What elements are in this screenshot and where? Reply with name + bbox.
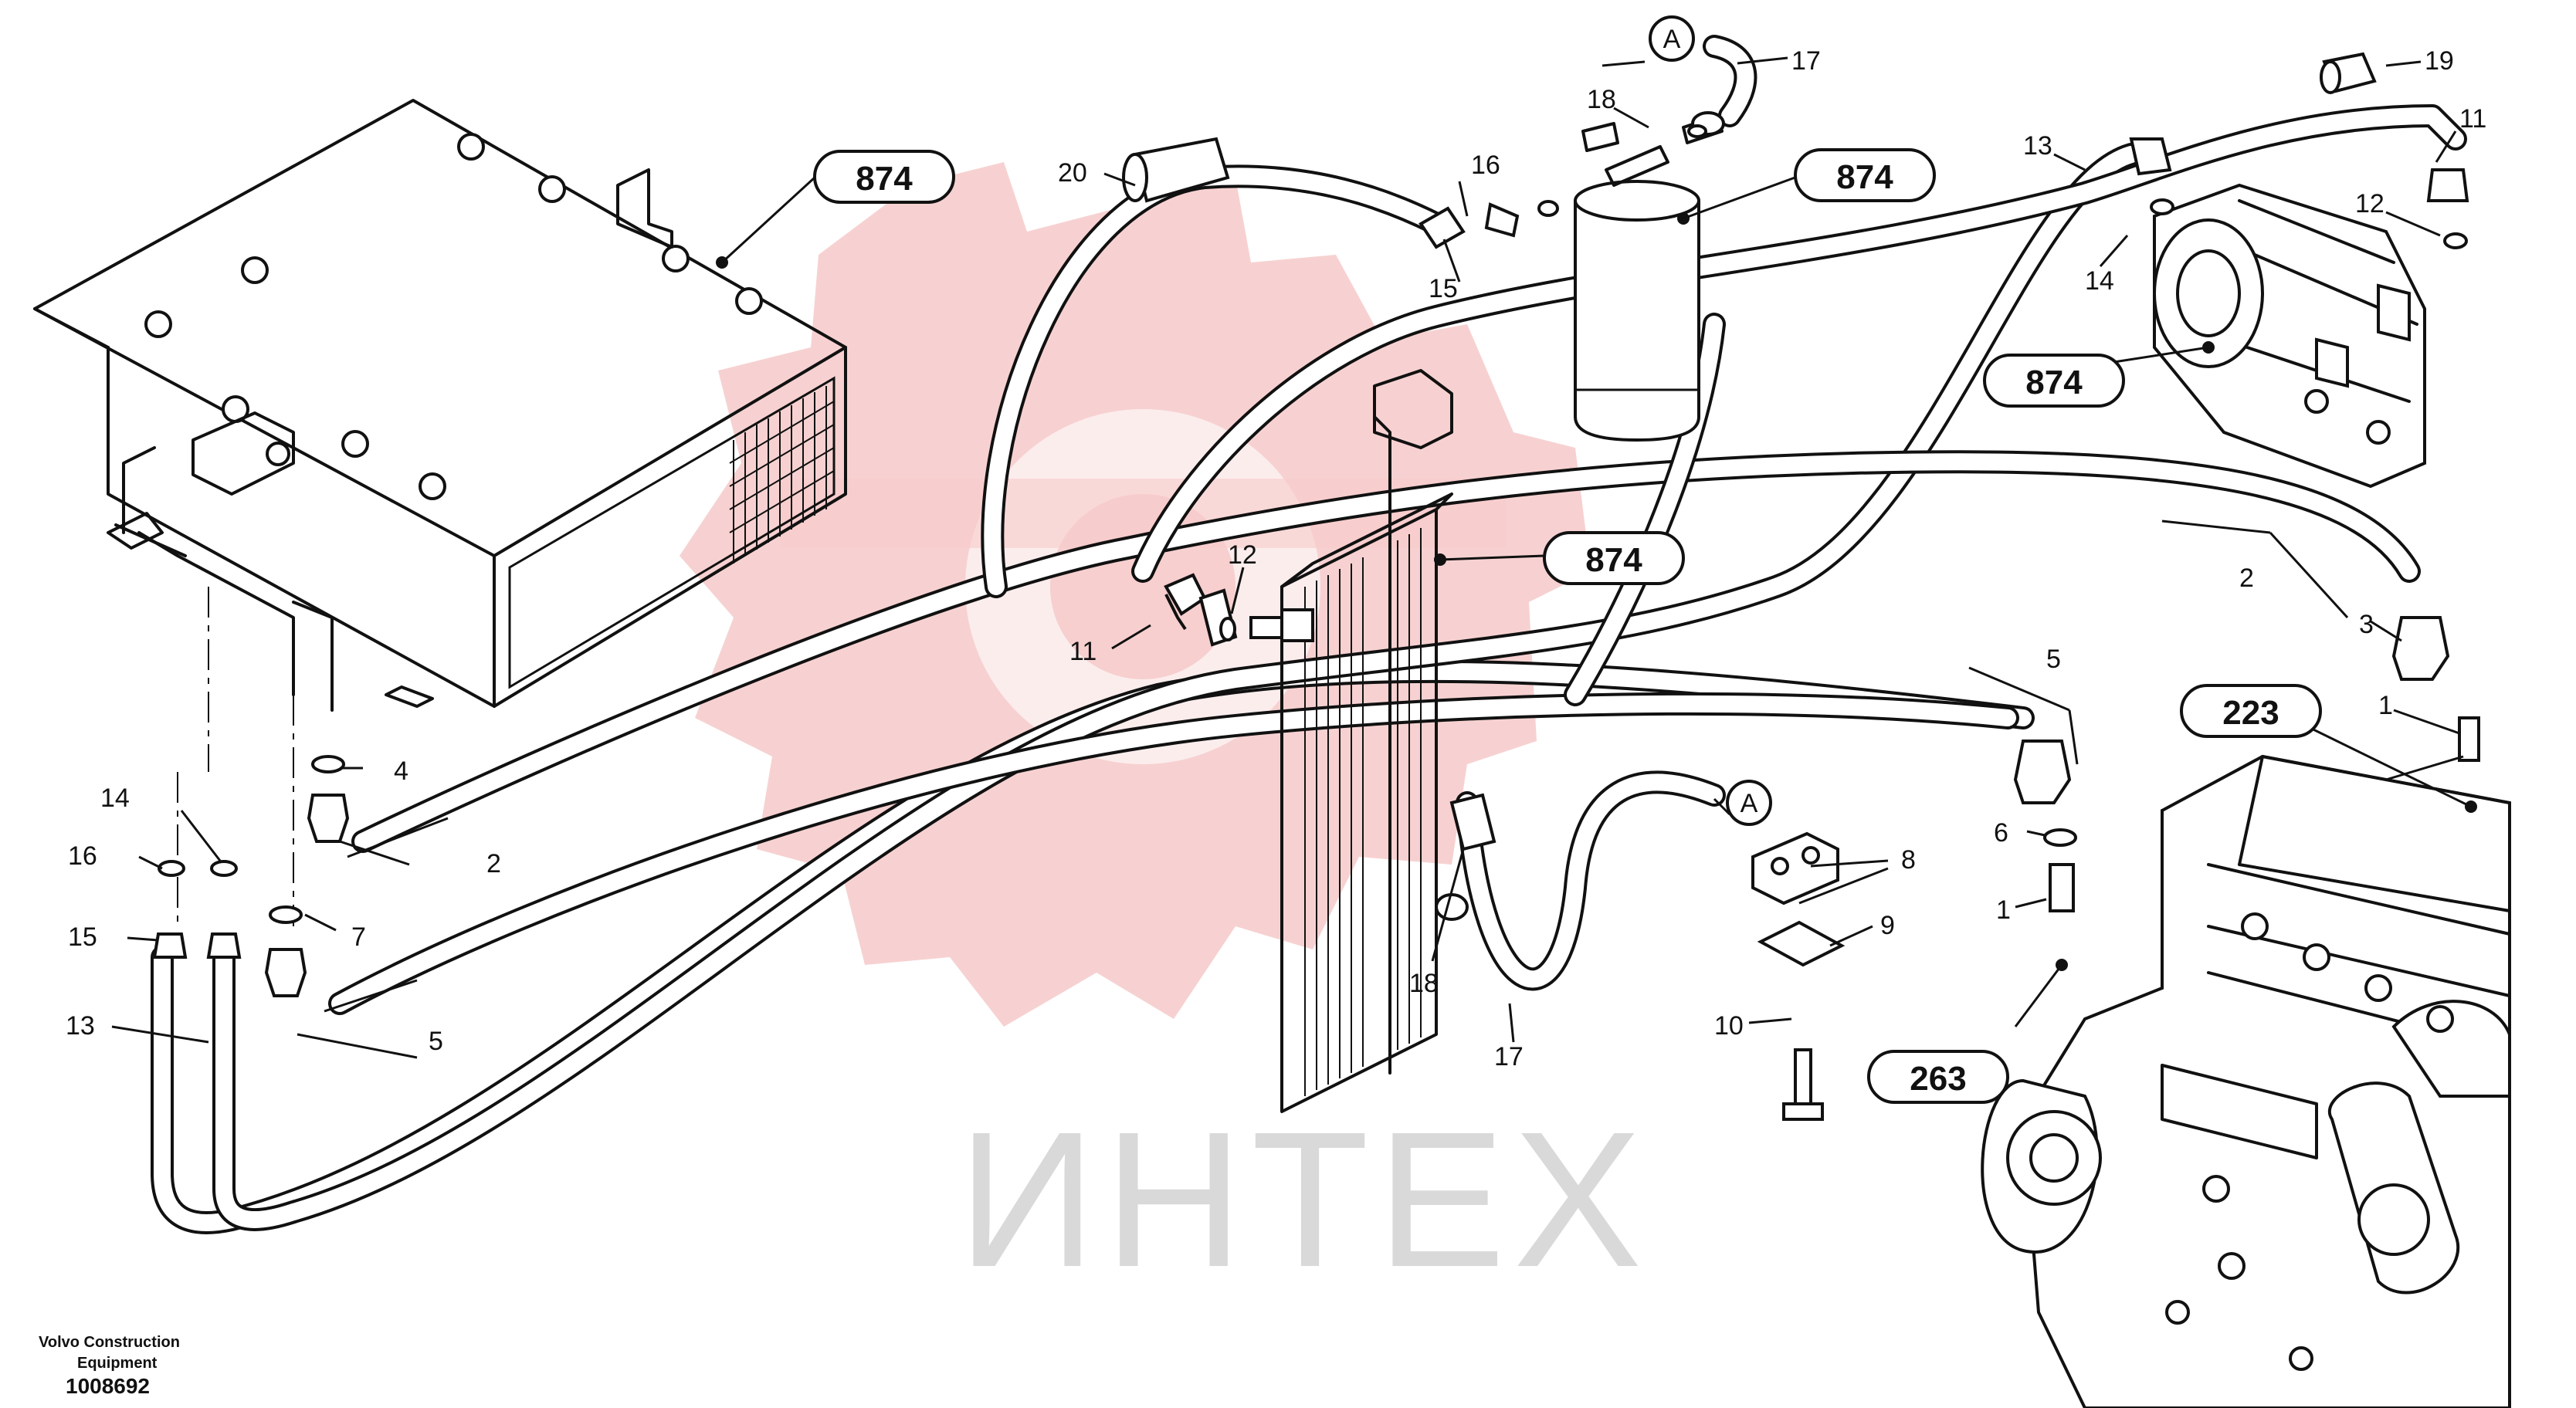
footer-company-line2: Equipment xyxy=(77,1355,158,1372)
callout-14-left: 14 xyxy=(100,784,130,813)
callout-16-left: 16 xyxy=(68,841,97,871)
drawing-number: 1008692 xyxy=(66,1374,150,1398)
reference-boxes: 874 874 874 874 223 263 xyxy=(813,148,2322,1104)
callout-7: 7 xyxy=(351,922,366,952)
left-fittings xyxy=(152,755,350,997)
ref-874-compressor: 874 xyxy=(2025,364,2083,401)
callout-10: 10 xyxy=(1714,1011,1744,1041)
callout-9: 9 xyxy=(1880,911,1895,940)
callout-18-top: 18 xyxy=(1587,85,1616,114)
callout-12-mid: 12 xyxy=(1228,540,1257,570)
center-fittings xyxy=(1122,137,1559,921)
callout-2-left: 2 xyxy=(486,849,501,878)
callout-11-right: 11 xyxy=(2459,104,2486,134)
ref-874-condenser: 874 xyxy=(856,160,913,198)
callout-17-top: 17 xyxy=(1791,46,1821,76)
callout-18-bottom: 18 xyxy=(1409,969,1439,998)
watermark-text: ИНТЕХ xyxy=(958,1092,1649,1307)
callout-8: 8 xyxy=(1901,845,1916,875)
ref-874-drier: 874 xyxy=(1836,158,1893,196)
callout-13-left: 13 xyxy=(66,1011,95,1041)
condenser-unit xyxy=(33,99,847,712)
callout-13-right: 13 xyxy=(2023,131,2052,161)
engine-block xyxy=(1981,754,2511,1408)
callout-5-right: 5 xyxy=(2046,645,2061,674)
callout-19: 19 xyxy=(2425,46,2454,76)
callout-14-right: 14 xyxy=(2085,266,2114,296)
callout-17-bottom: 17 xyxy=(1494,1042,1524,1071)
receiver-drier xyxy=(1574,35,1757,442)
marker-a-mid: A xyxy=(1740,789,1758,818)
callout-16-mid: 16 xyxy=(1471,151,1500,180)
evaporator-core xyxy=(1249,369,1453,1113)
ref-223: 223 xyxy=(2222,694,2279,732)
callout-20: 20 xyxy=(1058,158,1087,188)
callout-labels: 1 1 2 2 3 4 5 5 6 7 8 9 10 11 11 12 12 1… xyxy=(66,46,2486,1071)
callout-3: 3 xyxy=(2359,610,2374,639)
center-lines xyxy=(177,587,294,926)
callout-15-left: 15 xyxy=(68,922,97,952)
callout-15-mid: 15 xyxy=(1429,274,1458,303)
callout-4: 4 xyxy=(394,756,408,786)
callout-6: 6 xyxy=(1994,818,2008,848)
callout-1-lower: 1 xyxy=(1996,895,2011,925)
callout-5-left: 5 xyxy=(429,1027,443,1056)
marker-a-top: A xyxy=(1663,25,1681,54)
ref-263: 263 xyxy=(1910,1060,1966,1098)
footer-company-line1: Volvo Construction xyxy=(39,1334,180,1351)
callout-1-upper: 1 xyxy=(2378,691,2393,720)
callout-2-right: 2 xyxy=(2239,564,2254,593)
callout-11-mid: 11 xyxy=(1069,637,1096,666)
compressor xyxy=(2129,52,2469,489)
callout-12-right: 12 xyxy=(2355,189,2384,218)
bracket-parts xyxy=(1751,831,1846,1121)
connection-markers: A A xyxy=(1649,15,1772,826)
footer: Volvo Construction Equipment 1008692 xyxy=(39,1334,180,1398)
ref-874-core: 874 xyxy=(1585,541,1642,579)
right-fittings xyxy=(2013,616,2480,912)
